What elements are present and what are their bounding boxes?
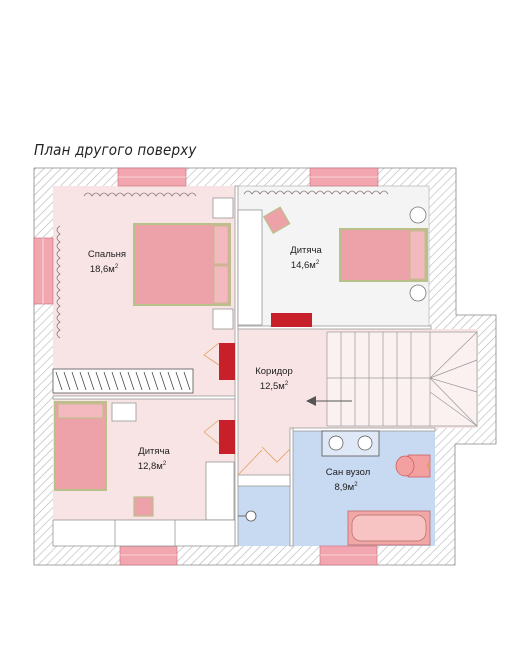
room-label-kids-bottom: Дитяча — [138, 446, 170, 457]
room-area-bedroom: 18,6м2 — [90, 264, 119, 275]
bathroom-bathtub — [347, 510, 431, 546]
room-label-bathroom: Сан вузол — [326, 467, 371, 478]
room-area-kids-top: 14,6м2 — [291, 260, 320, 271]
staircase — [326, 331, 478, 427]
bathroom-toilet — [395, 454, 431, 478]
stair-arrow — [306, 396, 352, 406]
room-label-corridor: Коридор — [255, 366, 293, 377]
curtains — [56, 190, 389, 339]
kids-bottom-furniture — [52, 402, 236, 547]
kids-bottom-chair — [133, 496, 154, 517]
bathroom-sink — [321, 430, 380, 457]
bedroom-wardrobe — [52, 368, 194, 394]
room-area-kids-bottom: 12,8м2 — [138, 461, 167, 472]
plan-title: План другого поверху — [34, 141, 197, 159]
windows — [33, 167, 379, 566]
bedroom-bed — [133, 223, 231, 306]
wc-small-fixture — [238, 510, 257, 522]
door-swings — [203, 342, 291, 476]
bedroom-nightstands — [212, 197, 234, 330]
interior-walls — [52, 185, 436, 547]
doors — [219, 313, 312, 454]
kids-top-chair — [262, 206, 291, 234]
kids-top-bed — [339, 228, 428, 282]
room-area-corridor: 12,5м2 — [260, 381, 289, 392]
kids-bottom-bed — [54, 401, 107, 491]
kids-top-wardrobe — [237, 209, 263, 326]
kids-top-round-tables — [409, 206, 427, 302]
room-label-kids-top: Дитяча — [290, 245, 322, 256]
room-area-bathroom: 8,9м2 — [334, 482, 358, 493]
room-label-bedroom: Спальня — [88, 249, 126, 260]
